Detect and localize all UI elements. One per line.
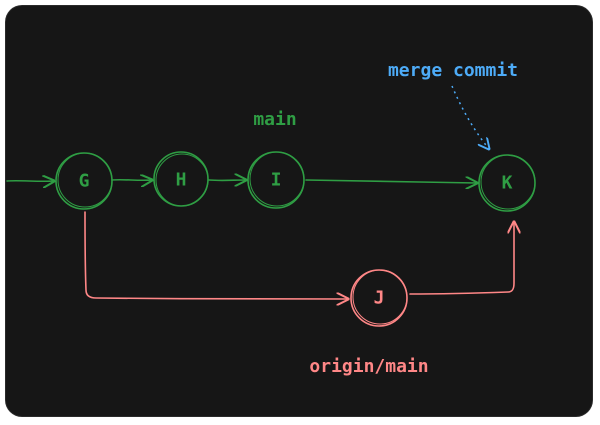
commit-node-k [478, 154, 536, 212]
commit-label-i: I [271, 170, 282, 191]
edge-j-to-k [409, 222, 514, 295]
branch-label-origin-main: origin/main [309, 356, 428, 377]
commit-node-h [153, 151, 209, 207]
commit-node-g [55, 152, 113, 210]
branch-label-main: main [253, 109, 296, 130]
commit-node-j [350, 269, 408, 327]
merge-commit-pointer [451, 85, 489, 149]
commit-label-h: H [176, 170, 187, 191]
edge-g-to-j [84, 211, 348, 299]
commit-label-j: J [374, 288, 385, 309]
commit-label-g: G [79, 171, 90, 192]
edge-in-to-g [6, 181, 54, 182]
diagram-canvas [6, 6, 592, 416]
annotation-merge-commit: merge commit [388, 60, 518, 81]
edge-g-to-h [111, 180, 152, 181]
commit-label-k: K [502, 173, 513, 194]
edge-i-to-k [305, 180, 477, 183]
commit-node-i [247, 151, 305, 209]
